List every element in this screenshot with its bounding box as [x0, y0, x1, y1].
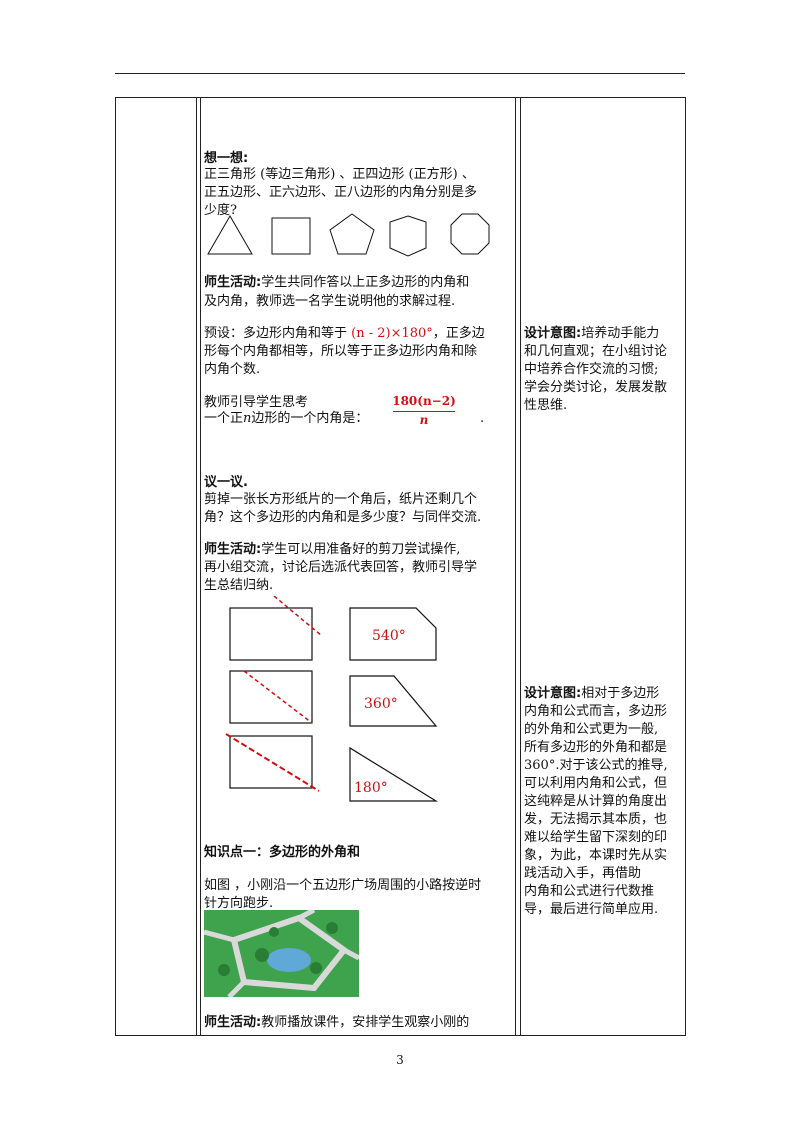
design2-line: 内角和公式而言，多边形	[524, 704, 668, 719]
rectangle-shape	[229, 607, 313, 661]
design2-line: 这纯粹是从计算的角度出	[524, 794, 668, 809]
rectangle-shape	[229, 735, 313, 789]
pentagon-shape	[329, 213, 375, 255]
angle-sum-label: 540°	[372, 628, 406, 644]
activity-label: 师生活动:	[204, 542, 262, 557]
design1-line: 中培养合作交流的习惯;	[524, 362, 659, 377]
column-divider	[515, 98, 516, 1035]
guide-text: 边形的一个内角是：	[251, 411, 369, 426]
design2-line: 可以利用内角和公式，但	[524, 776, 668, 791]
paper-cut-figure: 540° 360° 180°	[225, 596, 439, 802]
design1-line: 设计意图:培养动手能力	[524, 325, 659, 343]
fraction-denominator: n	[419, 413, 429, 427]
knowledge-title: 知识点一：多边形的外角和	[204, 845, 361, 860]
pentagon-park-map-image	[204, 910, 359, 997]
discuss-line: 角？这个多边形的内角和是多少度？与同伴交流.	[204, 510, 482, 525]
design2-line: 难以给学生留下深刻的印	[524, 830, 668, 845]
design2-line: 360°.对于该公式的推导,	[524, 758, 668, 773]
guide-line: 教师引导学生思考	[204, 395, 309, 410]
square-shape	[271, 217, 311, 255]
design2-line: 内角和公式进行代数推	[524, 884, 655, 899]
preset-text: 预设：多边形内角和等于	[204, 326, 352, 341]
column-divider	[520, 98, 521, 1035]
discuss-title: 议一议.	[204, 475, 248, 490]
activity2-line: 生总结归纳.	[204, 578, 274, 593]
angle-sum-label: 180°	[354, 780, 388, 796]
knowledge-line: 针方向跑步.	[204, 896, 274, 911]
think-title: 想一想:	[204, 151, 249, 166]
design1-line: 学会分类讨论，发展发散	[524, 380, 668, 395]
design-text: 培养动手能力	[581, 326, 660, 341]
hexagon-shape	[389, 215, 427, 257]
think-line: 少度?	[204, 203, 237, 218]
think-line: 正五边形、正六边形、正八边形的内角分别是多	[204, 185, 478, 200]
lesson-table: 想一想: 正三角形 (等边三角形) 、正四边形 (正方形) 、 正五边形、正六边…	[115, 97, 686, 1036]
activity-text: 教师播放课件，安排学生观察小刚的	[261, 1015, 470, 1030]
activity-text: 学生可以用准备好的剪刀尝试操作,	[261, 542, 461, 557]
preset-line: 形每个内角都相等，所以等于正多边形内角和除	[204, 344, 478, 359]
cut-line	[225, 733, 320, 792]
preset-line: 内角个数.	[204, 362, 261, 377]
activity1-line: 师生活动:学生共同作答以上正多边形的内角和	[204, 274, 469, 292]
regular-polygons-figure	[207, 213, 490, 257]
header-rule	[115, 73, 685, 74]
activity-label: 师生活动:	[204, 275, 262, 290]
column-divider	[196, 98, 197, 1035]
page-number: 3	[396, 1053, 404, 1067]
rectangle-shape	[229, 670, 313, 724]
preset-text: ，正多边	[432, 326, 485, 341]
triangle-shape	[207, 215, 253, 255]
pentagon-result-shape	[349, 607, 437, 661]
design1-line: 和几何直观；在小组讨论	[524, 344, 668, 359]
interior-angle-fraction: 180(n−2) n	[389, 394, 469, 428]
design2-line: 设计意图:相对于多边形	[524, 685, 659, 703]
triangle-result-shape	[349, 746, 439, 802]
guide-variable: n	[243, 411, 252, 426]
angle-sum-label: 360°	[364, 696, 398, 712]
design-label: 设计意图:	[524, 686, 582, 701]
design1-line: 性思维.	[524, 398, 568, 413]
design2-line: 导，最后进行简单应用.	[524, 902, 659, 917]
activity3-line: 师生活动:教师播放课件，安排学生观察小刚的	[204, 1014, 469, 1032]
design2-line: 发，无法揭示其本质，也	[524, 812, 668, 827]
activity2-line: 再小组交流，讨论后选派代表回答，教师引导学	[204, 560, 478, 575]
cut-line	[243, 670, 313, 724]
design-text: 相对于多边形	[581, 686, 660, 701]
discuss-line: 剪掉一张长方形纸片的一个角后，纸片还剩几个	[204, 492, 478, 507]
activity1-line: 及内角，教师选一名学生说明他的求解过程.	[204, 294, 456, 309]
think-line: 正三角形 (等边三角形) 、正四边形 (正方形) 、	[204, 167, 475, 182]
activity-label: 师生活动:	[204, 1015, 262, 1030]
column-divider	[200, 98, 201, 1035]
design2-line: 践活动入手，再借助	[524, 866, 642, 881]
cut-line	[273, 596, 323, 637]
design2-line: 象，为此，本课时先从实	[524, 848, 668, 863]
activity-text: 学生共同作答以上正多边形的内角和	[261, 275, 470, 290]
fraction-bar	[393, 411, 455, 412]
design2-line: 所有多边形的外角和都是	[524, 740, 668, 755]
guide-line: 一个正n边形的一个内角是：	[204, 410, 368, 428]
inner-angle-formula: (n - 2)×180°	[351, 326, 433, 341]
preset-line: 预设：多边形内角和等于 (n - 2)×180°，正多边	[204, 325, 485, 343]
quadrilateral-result-shape	[349, 675, 438, 727]
activity2-line: 师生活动:学生可以用准备好的剪刀尝试操作,	[204, 541, 460, 559]
guide-text: 一个正	[204, 411, 244, 426]
design-label: 设计意图:	[524, 326, 582, 341]
fraction-numerator: 180(n−2)	[392, 394, 456, 408]
design2-line: 的外角和公式更为一般,	[524, 722, 659, 737]
guide-period: .	[480, 411, 485, 426]
octagon-shape	[450, 213, 490, 255]
knowledge-line: 如图 ，小刚沿一个五边形广场周围的小路按逆时	[204, 878, 482, 893]
